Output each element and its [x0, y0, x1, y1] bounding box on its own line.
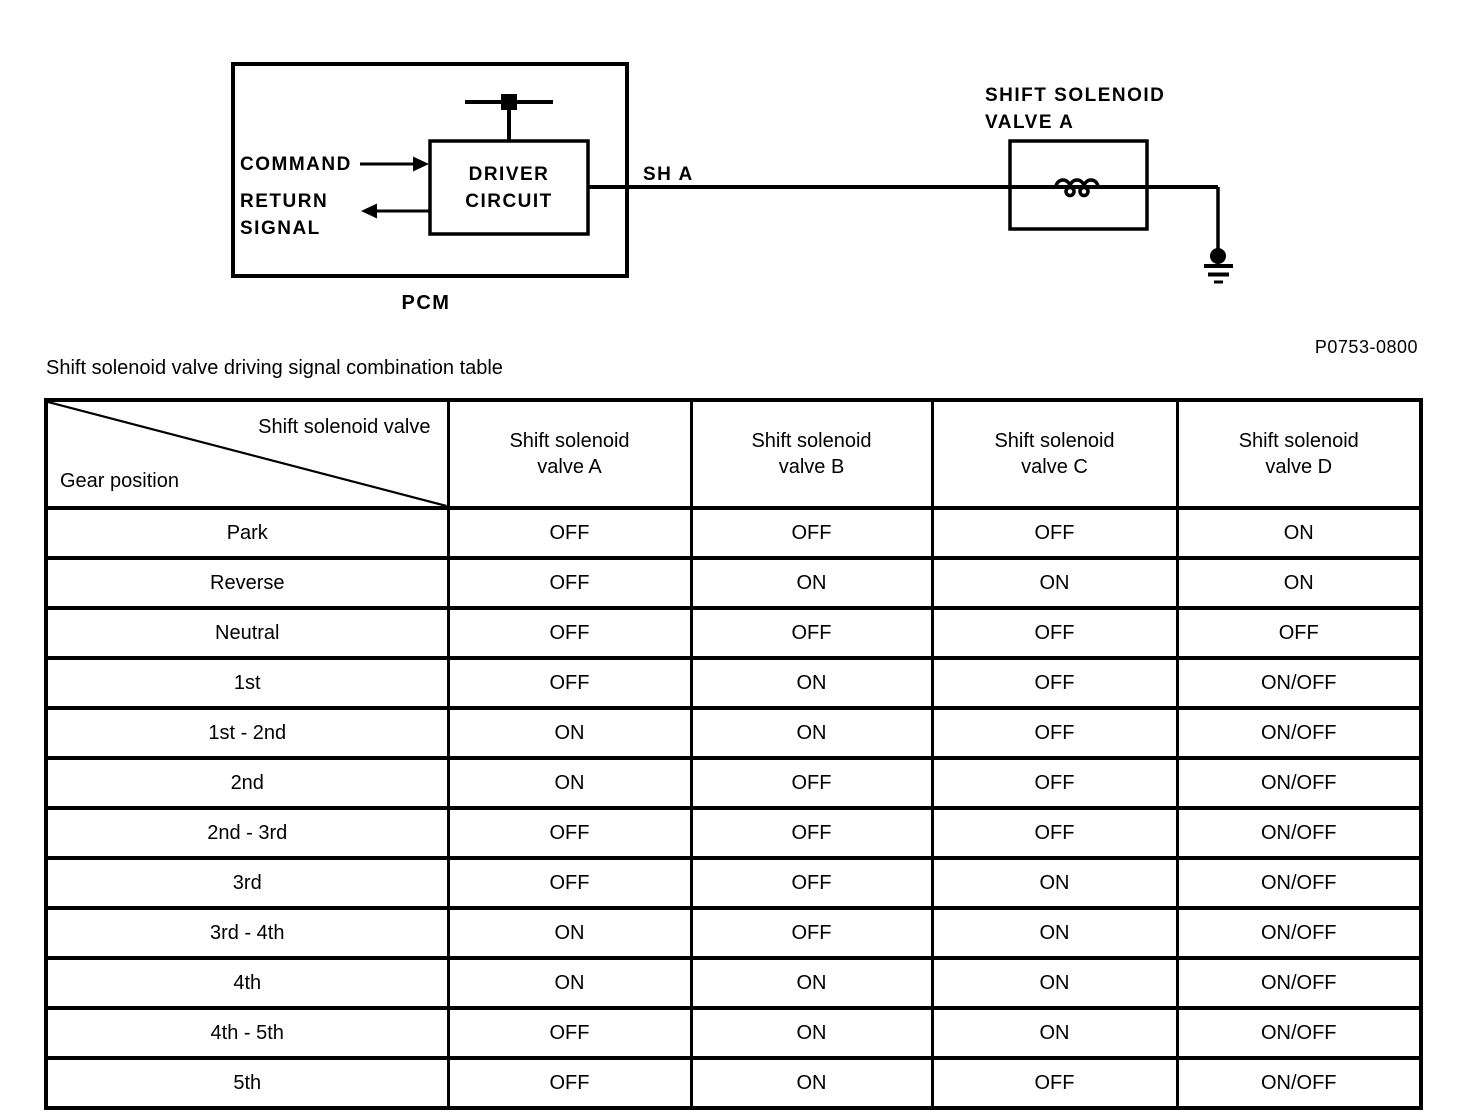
value-cell: OFF	[446, 556, 693, 610]
value-cell: ON	[446, 906, 693, 960]
signal-combination-table: Shift solenoid valve Gear position Shift…	[44, 398, 1423, 1110]
value-cell: ON	[689, 706, 934, 760]
gear-cell: 4th - 5th	[44, 1006, 450, 1060]
value-cell: ON	[930, 856, 1179, 910]
value-cell: ON/OFF	[1175, 906, 1423, 960]
wire-sh-a-label: SH A	[643, 164, 694, 185]
value-cell: OFF	[930, 506, 1179, 560]
value-cell: ON	[930, 556, 1179, 610]
value-cell: ON/OFF	[1175, 856, 1423, 910]
table-row: Neutral OFF OFF OFF OFF	[44, 606, 1423, 660]
corner-label-rows: Gear position	[60, 470, 179, 492]
value-cell: OFF	[446, 1056, 693, 1110]
value-cell: ON	[689, 656, 934, 710]
return-signal-arrow	[361, 203, 430, 219]
table-caption: Shift solenoid valve driving signal comb…	[46, 357, 503, 379]
value-cell: ON	[1175, 556, 1423, 610]
shift-solenoid-valve-a-label: SHIFT SOLENOID VALVE A	[985, 85, 1166, 133]
value-cell: OFF	[930, 1056, 1179, 1110]
value-cell: ON/OFF	[1175, 806, 1423, 860]
value-cell: OFF	[930, 606, 1179, 660]
value-cell: OFF	[930, 756, 1179, 810]
gear-cell: 2nd - 3rd	[44, 806, 450, 860]
value-cell: ON	[1175, 506, 1423, 560]
gear-cell: 1st	[44, 656, 450, 710]
value-cell: OFF	[689, 506, 934, 560]
driver-circuit-label: DRIVER CIRCUIT	[465, 163, 553, 212]
table-row: 1st - 2nd ON ON OFF ON/OFF	[44, 706, 1423, 760]
value-cell: OFF	[1175, 606, 1423, 660]
value-cell: ON/OFF	[1175, 656, 1423, 710]
value-cell: ON	[446, 756, 693, 810]
return-signal-label: RETURN SIGNAL	[240, 191, 329, 239]
corner-cell: Shift solenoid valve Gear position	[44, 398, 450, 510]
column-header-valve-c: Shift solenoid valve C	[930, 398, 1179, 510]
value-cell: ON	[689, 956, 934, 1010]
value-cell: OFF	[689, 806, 934, 860]
value-cell: ON	[689, 1056, 934, 1110]
solenoid-coil	[1054, 178, 1100, 198]
gear-cell: 5th	[44, 1056, 450, 1110]
value-cell: ON/OFF	[1175, 756, 1423, 810]
table-row: 4th - 5th OFF ON ON ON/OFF	[44, 1006, 1423, 1060]
pcm-label: PCM	[401, 292, 451, 314]
value-cell: OFF	[930, 656, 1179, 710]
diagonal-divider	[48, 402, 447, 506]
gear-cell: 3rd	[44, 856, 450, 910]
table-row: 3rd - 4th ON OFF ON ON/OFF	[44, 906, 1423, 960]
circuit-diagram	[231, 62, 1233, 284]
value-cell: ON	[930, 1006, 1179, 1060]
gear-cell: Park	[44, 506, 450, 560]
value-cell: OFF	[689, 606, 934, 660]
gear-cell: 2nd	[44, 756, 450, 810]
ground-symbol	[1204, 248, 1233, 284]
solenoid-valve-box	[1008, 139, 1149, 231]
value-cell: ON	[930, 956, 1179, 1010]
table-row: 5th OFF ON OFF ON/OFF	[44, 1056, 1423, 1110]
table-row: Reverse OFF ON ON ON	[44, 556, 1423, 610]
value-cell: OFF	[446, 856, 693, 910]
value-cell: OFF	[689, 756, 934, 810]
value-cell: ON	[930, 906, 1179, 960]
column-header-valve-a: Shift solenoid valve A	[446, 398, 693, 510]
table-row: 1st OFF ON OFF ON/OFF	[44, 656, 1423, 710]
column-header-valve-b: Shift solenoid valve B	[689, 398, 934, 510]
value-cell: ON	[689, 1006, 934, 1060]
value-cell: OFF	[446, 656, 693, 710]
table-row: Park OFF OFF OFF ON	[44, 506, 1423, 560]
value-cell: OFF	[446, 806, 693, 860]
value-cell: OFF	[689, 906, 934, 960]
value-cell: ON/OFF	[1175, 706, 1423, 760]
table-row: 3rd OFF OFF ON ON/OFF	[44, 856, 1423, 910]
value-cell: OFF	[446, 506, 693, 560]
value-cell: OFF	[930, 706, 1179, 760]
command-label: COMMAND	[240, 154, 352, 175]
table-row: 2nd - 3rd OFF OFF OFF ON/OFF	[44, 806, 1423, 860]
value-cell: OFF	[930, 806, 1179, 860]
value-cell: ON/OFF	[1175, 1006, 1423, 1060]
pcm-box	[231, 62, 629, 278]
value-cell: ON	[689, 556, 934, 610]
power-supply-symbol	[465, 94, 553, 141]
gear-cell: 3rd - 4th	[44, 906, 450, 960]
figure-reference-code: P0753-0800	[1314, 337, 1418, 357]
gear-cell: Neutral	[44, 606, 450, 660]
column-header-valve-d: Shift solenoid valve D	[1175, 398, 1423, 510]
gear-cell: 4th	[44, 956, 450, 1010]
value-cell: ON/OFF	[1175, 1056, 1423, 1110]
value-cell: ON	[446, 956, 693, 1010]
command-arrow	[360, 156, 429, 172]
value-cell: ON	[446, 706, 693, 760]
driver-circuit-box	[428, 139, 590, 236]
gear-cell: Reverse	[44, 556, 450, 610]
header-row: Shift solenoid valve Gear position Shift…	[44, 398, 1423, 510]
value-cell: ON/OFF	[1175, 956, 1423, 1010]
value-cell: OFF	[446, 1006, 693, 1060]
corner-label-columns: Shift solenoid valve	[258, 416, 431, 438]
value-cell: OFF	[689, 856, 934, 910]
table-row: 4th ON ON ON ON/OFF	[44, 956, 1423, 1010]
value-cell: OFF	[446, 606, 693, 660]
table-row: 2nd ON OFF OFF ON/OFF	[44, 756, 1423, 810]
gear-cell: 1st - 2nd	[44, 706, 450, 760]
